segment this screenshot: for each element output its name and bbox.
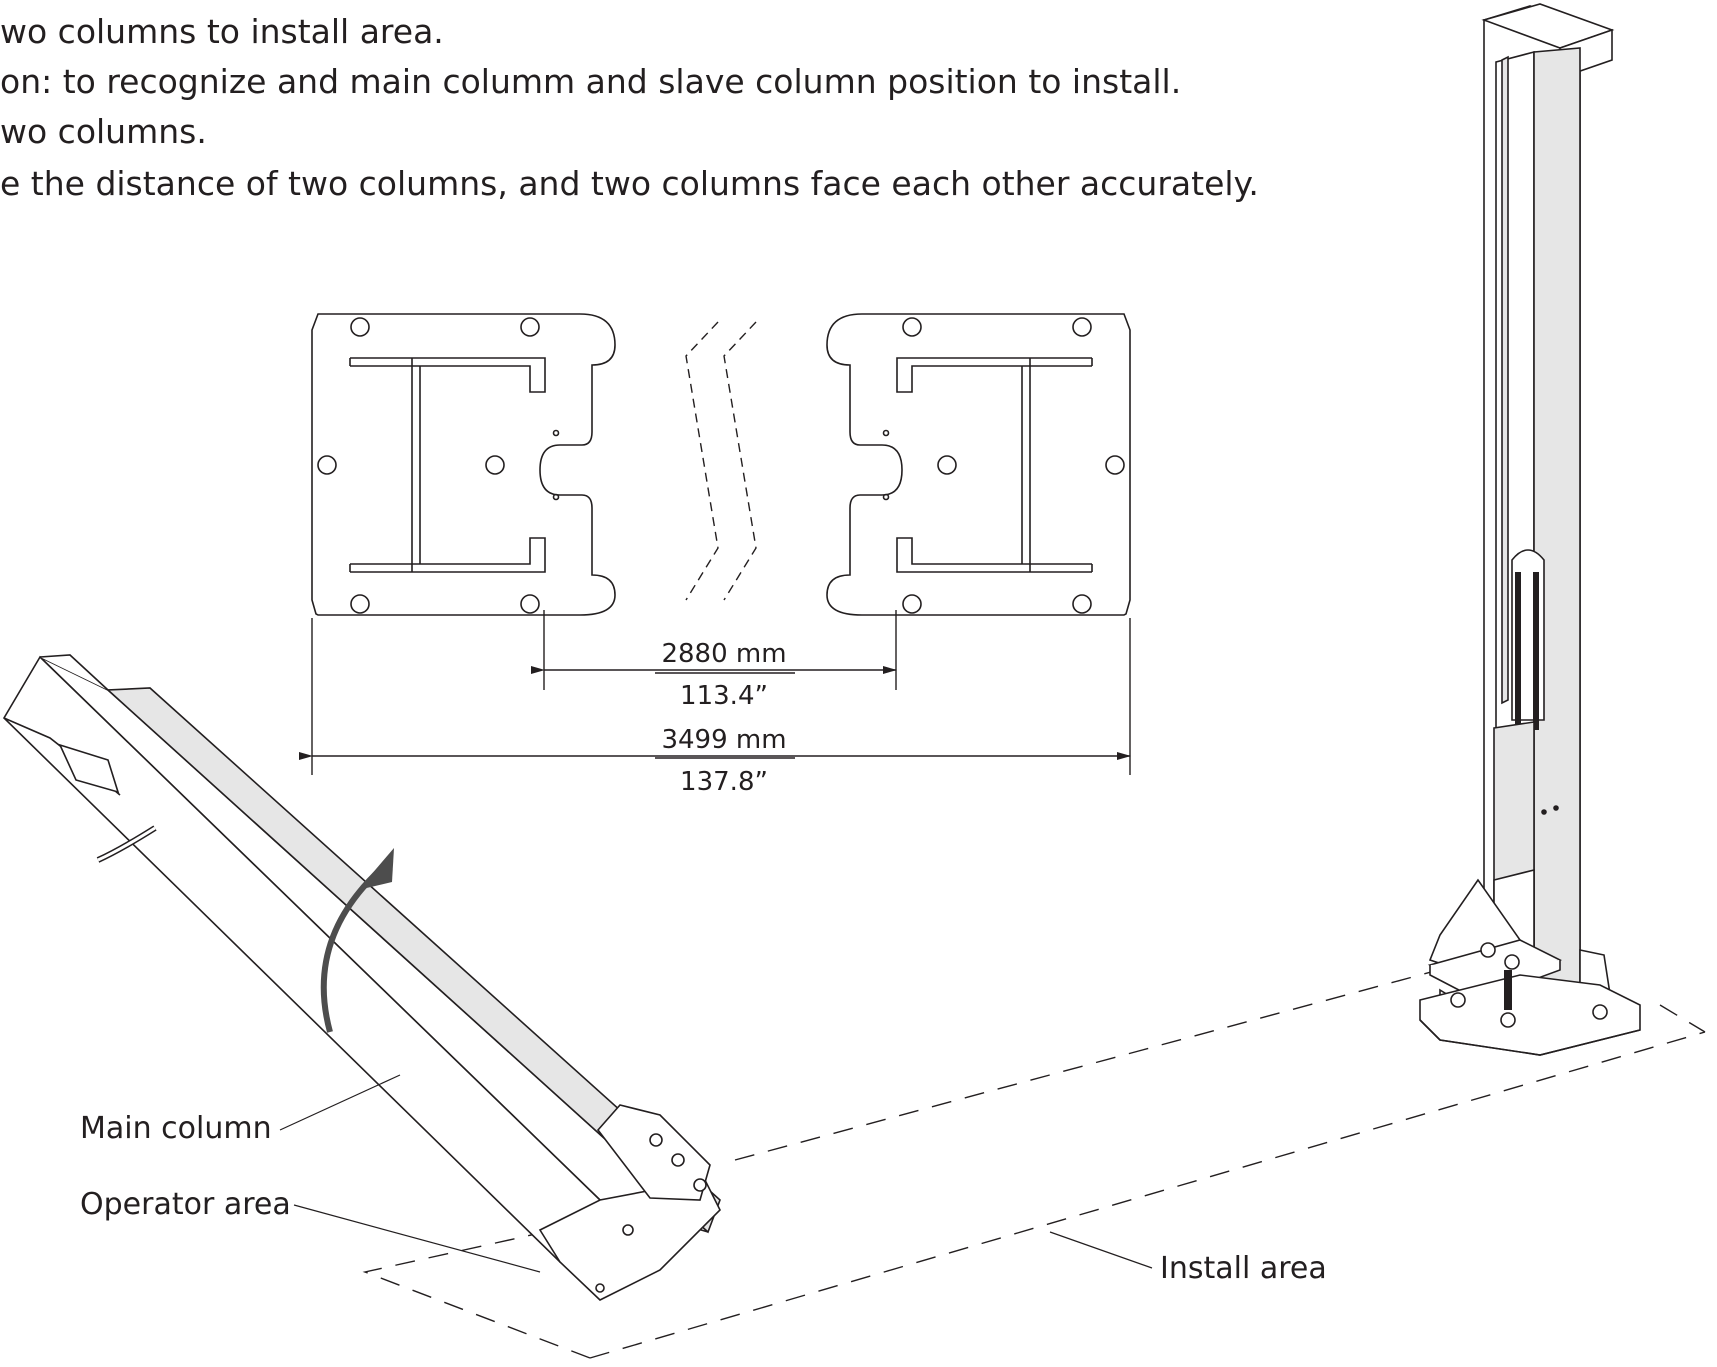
slave-column xyxy=(1419,3,1641,1056)
dimension-lines xyxy=(299,610,1131,775)
left-base-plate xyxy=(311,313,616,616)
inner-distance-metric: 2880 mm xyxy=(661,639,786,669)
main-column xyxy=(2,654,721,1301)
inner-distance-imperial: 113.4” xyxy=(680,681,768,711)
outer-distance-imperial: 137.8” xyxy=(680,767,768,797)
break-lines xyxy=(685,321,757,601)
instruction-line-4: e the distance of two columns, and two c… xyxy=(0,164,1259,203)
outer-distance-metric: 3499 mm xyxy=(661,725,786,755)
install-area-outline xyxy=(362,947,1706,1359)
right-base-plate xyxy=(826,313,1131,616)
instruction-line-1: wo columns to install area. xyxy=(0,12,444,51)
install-area-label: Install area xyxy=(1160,1251,1327,1286)
main-column-label: Main column xyxy=(80,1111,272,1146)
callout-leaders xyxy=(279,1074,1153,1273)
rotation-arrow xyxy=(320,848,394,1033)
instruction-line-2: on: to recognize and main columm and sla… xyxy=(0,62,1182,101)
instruction-line-3: wo columns. xyxy=(0,112,207,151)
operator-area-label: Operator area xyxy=(80,1187,291,1222)
